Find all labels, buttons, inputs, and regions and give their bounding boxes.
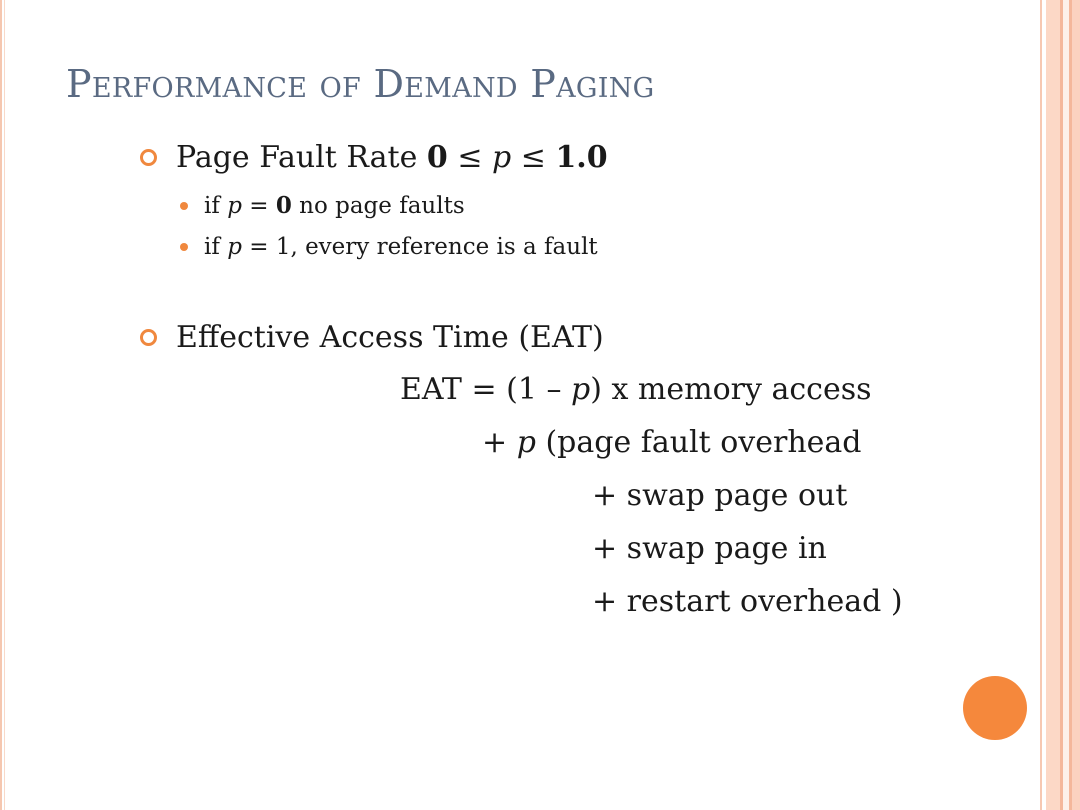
- formula-line-5: + restart overhead ): [592, 584, 903, 619]
- right-stripe: [1072, 0, 1080, 810]
- formula-line-2: + p (page fault overhead: [482, 425, 862, 460]
- dot-bullet-icon: [180, 201, 188, 210]
- sub-bullet-text: if p = 0 no page faults: [204, 192, 465, 219]
- bullet-text: Effective Access Time (EAT): [176, 320, 604, 355]
- formula-line-3: + swap page out: [592, 478, 848, 513]
- right-stripe: [1060, 0, 1063, 810]
- slide-title: Performance of Demand Paging: [66, 62, 655, 106]
- right-stripe: [1040, 0, 1042, 810]
- dot-bullet-icon: [180, 243, 188, 251]
- ring-bullet-icon: [140, 149, 157, 166]
- formula-line-1: EAT = (1 – p) x memory access: [400, 372, 872, 407]
- bullet-eat: Effective Access Time (EAT): [140, 320, 604, 355]
- ring-bullet-icon: [140, 329, 157, 346]
- right-stripe: [1063, 0, 1069, 810]
- decorative-circle: [963, 676, 1027, 740]
- sub-bullet-no-faults: if p = 0 no page faults: [180, 192, 465, 219]
- bullet-page-fault-rate: Page Fault Rate 0 ≤ p ≤ 1.0: [140, 140, 608, 175]
- right-stripe: [1069, 0, 1072, 810]
- left-border-line-inner: [4, 0, 5, 810]
- formula-line-4: + swap page in: [592, 531, 827, 566]
- sub-bullet-every-fault: if p = 1, every reference is a fault: [180, 234, 598, 260]
- right-stripe: [1046, 0, 1060, 810]
- sub-bullet-text: if p = 1, every reference is a fault: [204, 234, 598, 260]
- bullet-text: Page Fault Rate 0 ≤ p ≤ 1.0: [176, 140, 608, 175]
- left-border-line: [0, 0, 2, 810]
